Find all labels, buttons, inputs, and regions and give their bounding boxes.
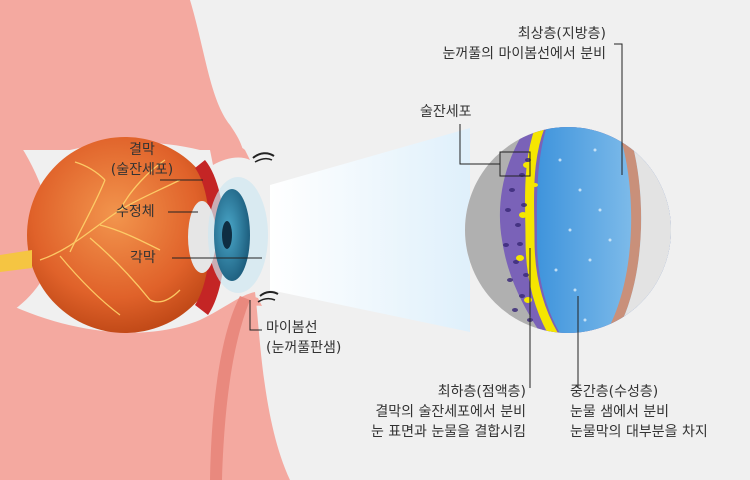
blood-vessels: [39, 159, 181, 316]
lipid-layer-desc: 눈꺼풀의 마이봄선에서 분비: [442, 46, 606, 62]
meibomian-label-line1: 마이봄선: [266, 320, 318, 336]
mucin-layer-desc1: 결막의 술잔세포에서 분비: [375, 404, 526, 420]
optic-nerve: [0, 250, 32, 272]
zoom-beam: [270, 128, 470, 332]
leader-lines: [160, 43, 623, 388]
mucin-layer-label: 최하층(점액층) 결막의 술잔세포에서 분비 눈 표면과 눈물을 결합시킴: [371, 382, 526, 442]
aqueous-layer-label: 중간층(수성층) 눈물 샘에서 분비 눈물막의 대부분을 차지: [570, 382, 708, 442]
meibomian-gland: [210, 296, 250, 480]
upper-lash-2: [254, 157, 273, 163]
aqueous-dots: [554, 148, 612, 322]
lower-lash: [259, 290, 279, 297]
upper-eyelid: [210, 145, 250, 165]
aqueous-layer-desc1: 눈물 샘에서 분비: [570, 404, 670, 420]
conjunctiva-label-line2: (술잔세포): [110, 162, 174, 178]
lipid-layer: [598, 127, 642, 333]
pupil: [222, 221, 232, 249]
lipid-layer-label: 최상층(지방층) 눈꺼풀의 마이봄선에서 분비: [443, 24, 606, 64]
goblet-boundary: [525, 127, 564, 333]
mucin-layer-desc2: 눈 표면과 눈물을 결합시킴: [370, 424, 526, 440]
aqueous-layer-desc2: 눈물막의 대부분을 차지: [570, 424, 708, 440]
cornea-label: 각막: [130, 250, 156, 266]
lens-label: 수정체: [116, 204, 155, 220]
goblet-cell-label: 술잔세포: [420, 104, 472, 120]
lipid-layer-title: 최상층(지방층): [517, 26, 606, 42]
skin-upper: [0, 0, 243, 150]
conjunctiva-label-line1: 결막: [129, 142, 155, 158]
epithelial-cells: [503, 158, 533, 322]
meibomian-label: 마이봄선 (눈꺼풀판샘): [266, 318, 341, 358]
aqueous-layer-title: 중간층(수성층): [570, 384, 659, 400]
meibomian-label-line2: (눈꺼풀판샘): [266, 340, 342, 356]
lens: [188, 201, 216, 273]
upper-lash: [252, 152, 275, 159]
conjunctiva-label: 결막 (술잔세포): [92, 140, 192, 180]
eyeball: [27, 137, 223, 333]
lower-lash-2: [257, 297, 276, 303]
mucin-layer-title: 최하층(점액층): [437, 384, 526, 400]
